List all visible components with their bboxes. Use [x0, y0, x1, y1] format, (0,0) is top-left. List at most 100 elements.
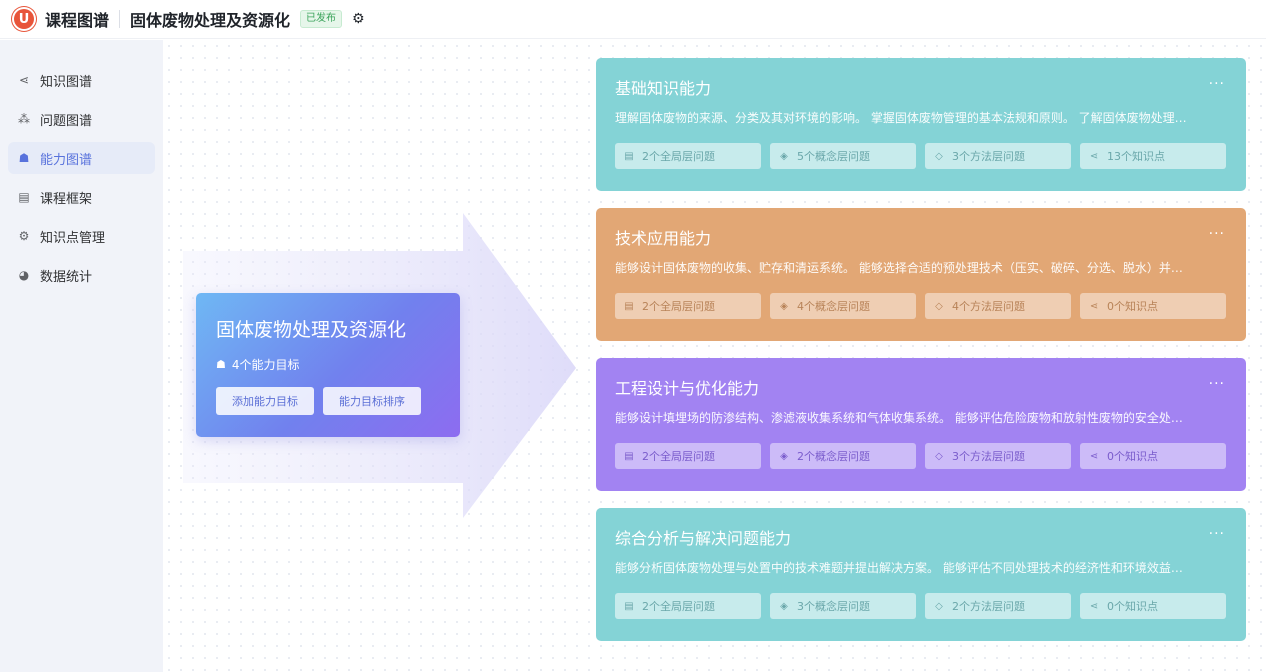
hierarchy-icon: ⁂ — [18, 112, 30, 126]
list-icon: ▤ — [624, 600, 634, 612]
layers-icon: ◈ — [780, 150, 788, 162]
ability-card[interactable]: 综合分析与解决问题能力 ··· 能够分析固体废物处理与处置中的技术难题并提出解决… — [596, 508, 1246, 641]
tag-label: 2个全局层问题 — [642, 300, 715, 313]
ability-icon: ☗ — [18, 151, 30, 165]
sidebar-item-course-framework[interactable]: ▤ 课程框架 — [8, 181, 155, 213]
settings-gear-icon[interactable]: ⚙ — [352, 11, 365, 27]
ability-card[interactable]: 基础知识能力 ··· 理解固体废物的来源、分类及其对环境的影响。 掌握固体废物管… — [596, 58, 1246, 191]
ability-count-label: 4个能力目标 — [231, 358, 300, 372]
ability-card-title: 基础知识能力 — [615, 79, 712, 98]
tag-label: 2个全局层问题 — [642, 600, 715, 613]
tag-label: 3个方法层问题 — [952, 150, 1025, 163]
share-nodes-icon: ⋖ — [1089, 300, 1099, 312]
share-nodes-icon: ⋖ — [18, 73, 30, 87]
tag-label: 0个知识点 — [1107, 600, 1158, 613]
gear-icon: ⚙ — [18, 229, 30, 243]
list-icon: ▤ — [624, 300, 634, 312]
concept-question-tag[interactable]: ◈ 4个概念层问题 — [770, 293, 916, 319]
pie-chart-icon: ◕ — [18, 268, 30, 282]
add-ability-button[interactable]: 添加能力目标 — [216, 387, 314, 415]
tag-label: 4个方法层问题 — [952, 300, 1025, 313]
global-question-tag[interactable]: ▤ 2个全局层问题 — [615, 443, 761, 469]
sidebar-item-knowledge-manage[interactable]: ⚙ 知识点管理 — [8, 220, 155, 252]
ability-card-description: 能够分析固体废物处理与处置中的技术难题并提出解决方案。 能够评估不同处理技术的经… — [615, 561, 1183, 575]
share-nodes-icon: ⋖ — [1089, 600, 1099, 612]
tag-label: 3个方法层问题 — [952, 450, 1025, 463]
app-logo[interactable]: U — [12, 7, 36, 31]
list-icon: ▤ — [624, 450, 634, 462]
status-badge: 已发布 — [300, 10, 343, 28]
method-question-tag[interactable]: ◇ 2个方法层问题 — [925, 593, 1071, 619]
global-question-tag[interactable]: ▤ 2个全局层问题 — [615, 143, 761, 169]
sidebar-item-statistics[interactable]: ◕ 数据统计 — [8, 259, 155, 291]
sidebar: ⋖ 知识图谱 ⁂ 问题图谱 ☗ 能力图谱 ▤ 课程框架 ⚙ 知识点管理 ◕ 数据… — [0, 40, 163, 672]
ability-card-description: 能够设计填埋场的防渗结构、渗滤液收集系统和气体收集系统。 能够评估危险废物和放射… — [615, 411, 1183, 425]
course-title: 固体废物处理及资源化 — [130, 11, 291, 30]
header-divider — [119, 10, 121, 28]
sidebar-item-label: 课程框架 — [40, 191, 93, 207]
knowledge-point-tag[interactable]: ⋖ 0个知识点 — [1080, 293, 1226, 319]
more-options-icon[interactable]: ··· — [1208, 226, 1225, 242]
tag-label: 2个全局层问题 — [642, 150, 715, 163]
logo-letter: U — [18, 11, 30, 27]
tag-label: 2个概念层问题 — [797, 450, 870, 463]
sidebar-item-knowledge-graph[interactable]: ⋖ 知识图谱 — [8, 64, 155, 96]
more-options-icon[interactable]: ··· — [1208, 526, 1225, 542]
sidebar-item-label: 知识图谱 — [40, 74, 93, 90]
tag-label: 13个知识点 — [1107, 150, 1165, 163]
ability-count: ☗ 4个能力目标 — [216, 356, 440, 373]
tag-label: 2个方法层问题 — [952, 600, 1025, 613]
sidebar-item-label: 知识点管理 — [40, 230, 106, 246]
ability-icon: ☗ — [216, 358, 226, 371]
ability-card[interactable]: 技术应用能力 ··· 能够设计固体废物的收集、贮存和清运系统。 能够选择合适的预… — [596, 208, 1246, 341]
book-icon: ▤ — [18, 190, 30, 204]
tag-label: 2个全局层问题 — [642, 450, 715, 463]
concept-question-tag[interactable]: ◈ 5个概念层问题 — [770, 143, 916, 169]
tag-icon: ◇ — [935, 450, 943, 462]
sidebar-item-question-graph[interactable]: ⁂ 问题图谱 — [8, 103, 155, 135]
app-title: 课程图谱 — [45, 11, 110, 30]
tag-label: 3个概念层问题 — [797, 600, 870, 613]
concept-question-tag[interactable]: ◈ 2个概念层问题 — [770, 443, 916, 469]
ability-card-list: 基础知识能力 ··· 理解固体废物的来源、分类及其对环境的影响。 掌握固体废物管… — [596, 58, 1246, 658]
knowledge-point-tag[interactable]: ⋖ 0个知识点 — [1080, 443, 1226, 469]
method-question-tag[interactable]: ◇ 4个方法层问题 — [925, 293, 1071, 319]
sidebar-item-label: 数据统计 — [40, 269, 93, 285]
main-canvas: 固体废物处理及资源化 ☗ 4个能力目标 添加能力目标 能力目标排序 基础知识能力… — [163, 40, 1266, 672]
layers-icon: ◈ — [780, 600, 788, 612]
ability-card-title: 工程设计与优化能力 — [615, 379, 760, 398]
tag-icon: ◇ — [935, 150, 943, 162]
ability-card-description: 能够设计固体废物的收集、贮存和清运系统。 能够选择合适的预处理技术（压实、破碎、… — [615, 261, 1183, 275]
sidebar-item-label: 能力图谱 — [40, 152, 93, 168]
ability-card[interactable]: 工程设计与优化能力 ··· 能够设计填埋场的防渗结构、渗滤液收集系统和气体收集系… — [596, 358, 1246, 491]
method-question-tag[interactable]: ◇ 3个方法层问题 — [925, 443, 1071, 469]
sort-ability-button[interactable]: 能力目标排序 — [323, 387, 421, 415]
ability-card-title: 综合分析与解决问题能力 — [615, 529, 792, 548]
sidebar-item-label: 问题图谱 — [40, 113, 93, 129]
ability-card-description: 理解固体废物的来源、分类及其对环境的影响。 掌握固体废物管理的基本法规和原则。 … — [615, 111, 1187, 125]
tag-icon: ◇ — [935, 600, 943, 612]
list-icon: ▤ — [624, 150, 634, 162]
center-course-title: 固体废物处理及资源化 — [216, 319, 407, 341]
top-header: U 课程图谱 固体废物处理及资源化 已发布 ⚙ — [0, 0, 1266, 39]
tag-icon: ◇ — [935, 300, 943, 312]
course-center-card: 固体废物处理及资源化 ☗ 4个能力目标 添加能力目标 能力目标排序 — [196, 293, 460, 437]
tag-label: 0个知识点 — [1107, 450, 1158, 463]
tag-label: 0个知识点 — [1107, 300, 1158, 313]
tag-label: 5个概念层问题 — [797, 150, 870, 163]
share-nodes-icon: ⋖ — [1089, 150, 1099, 162]
layers-icon: ◈ — [780, 300, 788, 312]
share-nodes-icon: ⋖ — [1089, 450, 1099, 462]
concept-question-tag[interactable]: ◈ 3个概念层问题 — [770, 593, 916, 619]
global-question-tag[interactable]: ▤ 2个全局层问题 — [615, 593, 761, 619]
more-options-icon[interactable]: ··· — [1208, 376, 1225, 392]
knowledge-point-tag[interactable]: ⋖ 0个知识点 — [1080, 593, 1226, 619]
global-question-tag[interactable]: ▤ 2个全局层问题 — [615, 293, 761, 319]
ability-card-title: 技术应用能力 — [615, 229, 712, 248]
layers-icon: ◈ — [780, 450, 788, 462]
method-question-tag[interactable]: ◇ 3个方法层问题 — [925, 143, 1071, 169]
tag-label: 4个概念层问题 — [797, 300, 870, 313]
knowledge-point-tag[interactable]: ⋖ 13个知识点 — [1080, 143, 1226, 169]
sidebar-item-ability-graph[interactable]: ☗ 能力图谱 — [8, 142, 155, 174]
more-options-icon[interactable]: ··· — [1208, 76, 1225, 92]
